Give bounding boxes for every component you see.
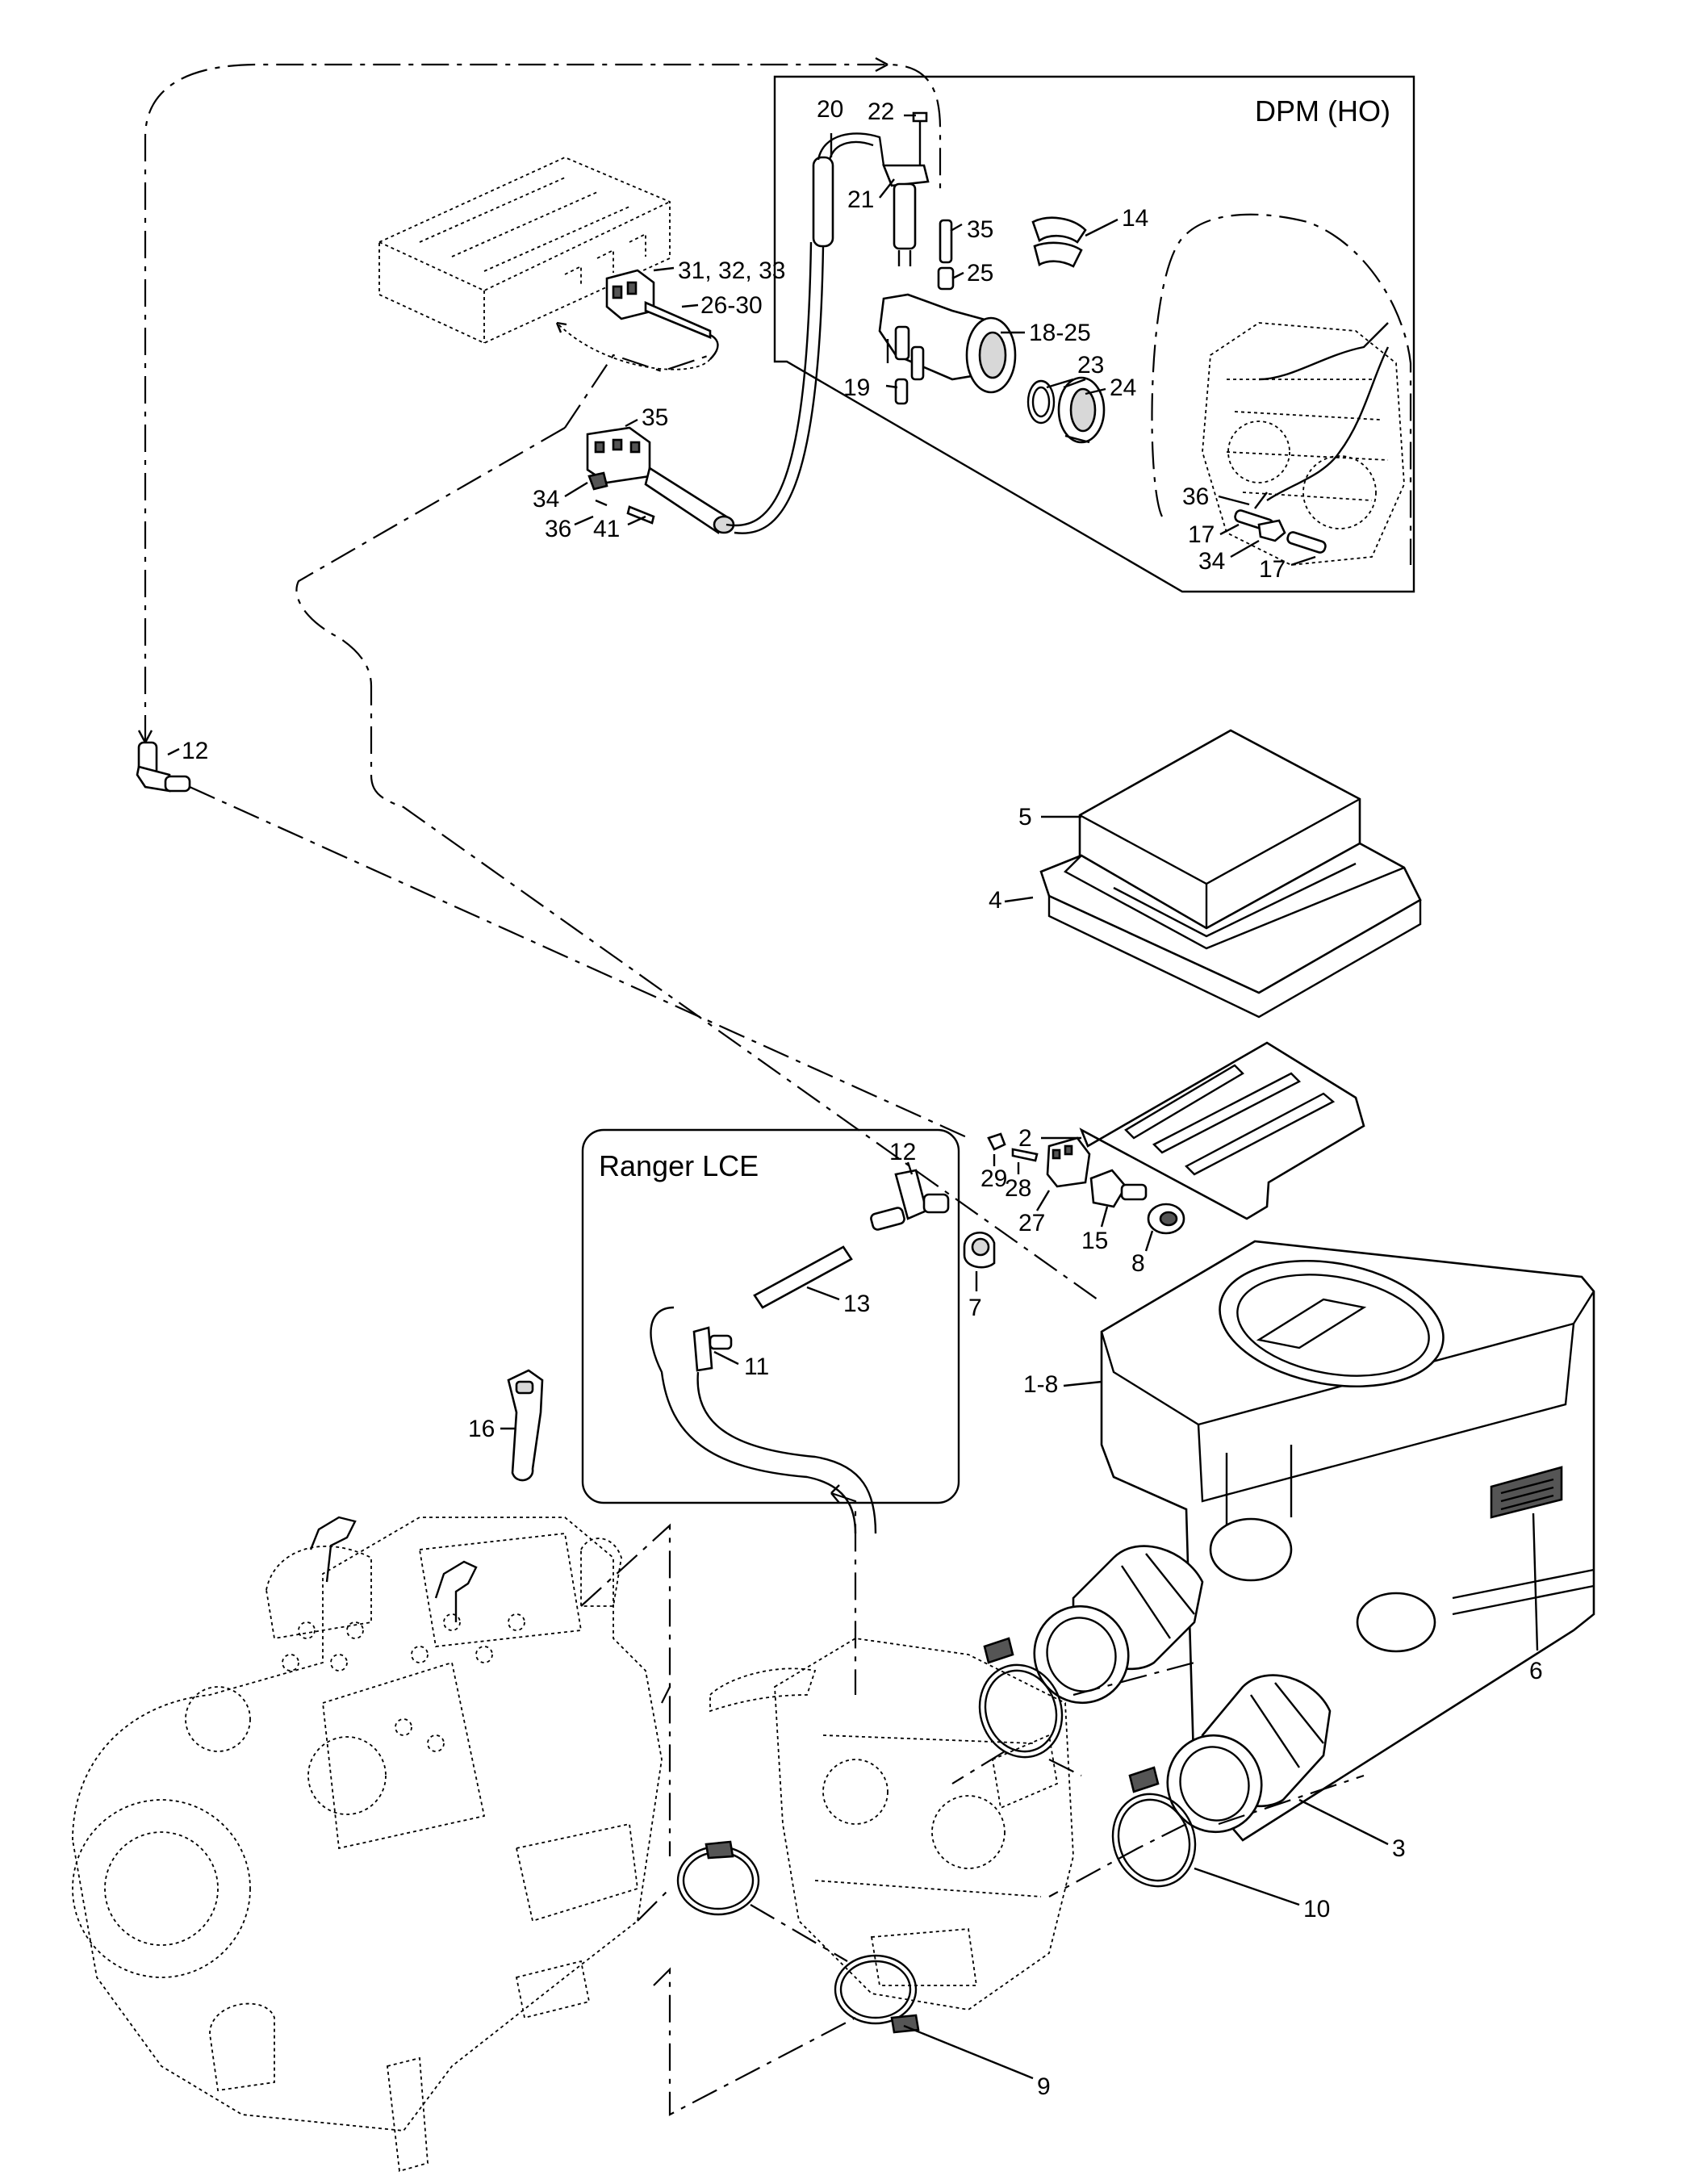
ranger-group-frame [581, 1128, 960, 1504]
clip-34 [587, 471, 608, 491]
callout-17: 17 [1259, 556, 1286, 583]
callout-1-8: 1-8 [1023, 1371, 1058, 1398]
leader-lines [167, 114, 1539, 2080]
callout-35: 35 [642, 404, 668, 431]
callout-36: 36 [1182, 483, 1209, 510]
filter-4 [1039, 842, 1422, 1019]
sensor-27 [1046, 1136, 1091, 1188]
callout-27: 27 [1018, 1210, 1045, 1236]
pin-36 [595, 499, 608, 507]
callout-29: 29 [980, 1165, 1007, 1192]
callout-34: 34 [1198, 548, 1225, 575]
callout-15: 15 [1081, 1228, 1108, 1254]
callout-21: 21 [847, 186, 874, 213]
callout-12: 12 [182, 738, 208, 764]
engine [72, 1516, 663, 2173]
callout-34: 34 [533, 486, 559, 513]
callout-13: 13 [843, 1291, 870, 1317]
wire-26-30 [644, 301, 712, 339]
callout-23: 23 [1077, 352, 1104, 379]
dpm-engine-detail-outline [1151, 213, 1412, 565]
connector-35 [586, 426, 735, 534]
clamp-9-left [676, 1840, 760, 1916]
tee-12-ranger [870, 1169, 950, 1231]
dpm-engine-detail [1202, 322, 1405, 566]
callout-2: 2 [1018, 1125, 1032, 1152]
strap-16 [507, 1369, 544, 1482]
callout-12: 12 [889, 1139, 916, 1165]
callout-20: 20 [817, 96, 843, 123]
dpm-group-frame [773, 75, 1415, 593]
callout-9: 9 [1037, 2073, 1051, 2100]
air-box [1100, 1240, 1595, 1842]
callout-31-32-33: 31, 32, 33 [678, 257, 785, 284]
callout-35: 35 [967, 216, 993, 243]
callout-5: 5 [1018, 804, 1032, 831]
dpm-module [812, 111, 1106, 444]
callout-36: 36 [545, 516, 571, 542]
clamp-9 [834, 1954, 920, 2034]
callout-28: 28 [1005, 1175, 1031, 1202]
dpm-group-title: DPM (HO) [1255, 94, 1390, 128]
clamp-10 [1111, 1766, 1197, 1888]
carburetor [709, 1638, 1074, 2010]
callout-14: 14 [1122, 205, 1148, 232]
clamp-upper [978, 1637, 1064, 1759]
callout-16: 16 [468, 1416, 495, 1442]
sensor-15 [1089, 1169, 1148, 1208]
callout-10: 10 [1303, 1896, 1330, 1923]
grommet-8 [1147, 1203, 1185, 1235]
boot-3-upper [1033, 1545, 1204, 1705]
ecu-module [378, 157, 671, 344]
callout-19: 19 [843, 374, 870, 401]
callout-18-25: 18-25 [1029, 320, 1091, 346]
vent-line-loop-top [144, 63, 942, 743]
pin-41 [626, 505, 655, 525]
vent-line-loop-mid [295, 427, 1098, 1300]
grommet-7 [963, 1231, 996, 1269]
callout-4: 4 [989, 887, 1002, 914]
screw-28 [1011, 1148, 1039, 1162]
tee-11 [692, 1326, 733, 1372]
callout-22: 22 [868, 98, 894, 125]
callout-3: 3 [1392, 1835, 1406, 1862]
callout-7: 7 [968, 1295, 982, 1321]
callout-41: 41 [593, 516, 620, 542]
ranger-group-title: Ranger LCE [599, 1149, 759, 1182]
plate-2 [1079, 1041, 1365, 1220]
callout-11: 11 [744, 1353, 769, 1380]
callout-25: 25 [967, 260, 993, 287]
boot-3-lower [1166, 1674, 1332, 1834]
callout-6: 6 [1529, 1658, 1543, 1684]
hose-13 [753, 1245, 853, 1309]
callouts: 20 22 21 35 25 14 18-25 23 24 19 36 17 3… [182, 96, 1543, 2100]
callout-24: 24 [1110, 374, 1136, 401]
washer-29 [987, 1132, 1006, 1151]
dpm-hose-set [1234, 509, 1327, 554]
callout-8: 8 [1131, 1250, 1145, 1277]
callout-26-30: 26-30 [700, 292, 763, 319]
tee-12-left [136, 741, 191, 793]
callout-17: 17 [1188, 521, 1215, 548]
